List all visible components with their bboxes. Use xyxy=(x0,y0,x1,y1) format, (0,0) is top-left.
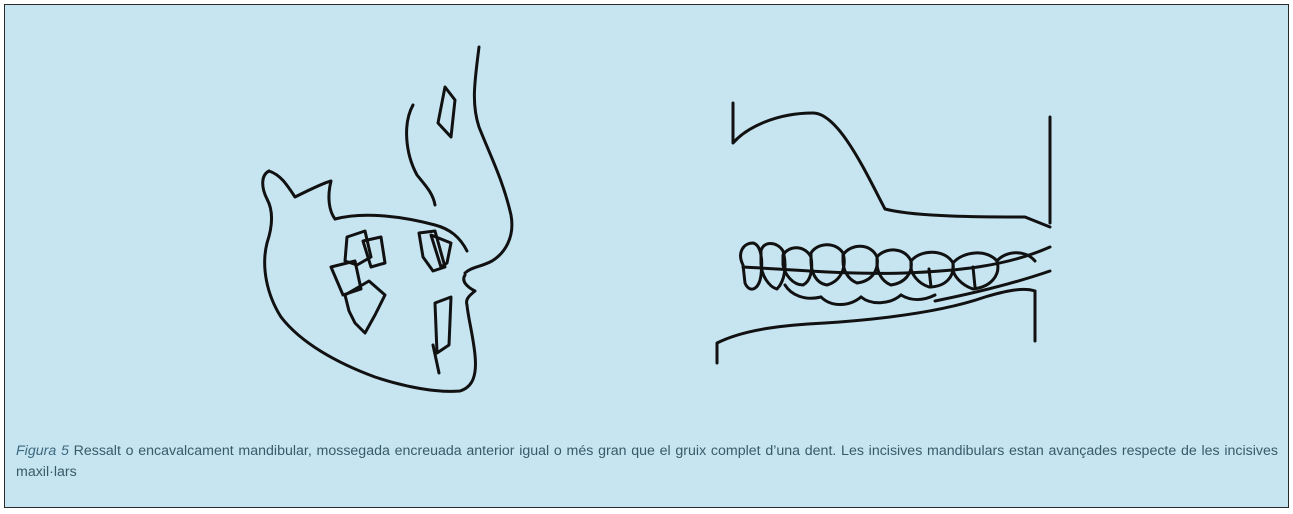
profile-jaw-drawing xyxy=(261,45,514,393)
occlusal-line xyxy=(741,245,1052,275)
upper-molar-1 xyxy=(343,229,373,267)
frontal-tooth-7 xyxy=(909,250,955,289)
brow-curve xyxy=(405,103,437,207)
lower-incisor xyxy=(433,295,453,355)
frontal-tooth-2 xyxy=(759,242,787,291)
upper-molar-2 xyxy=(361,235,387,269)
figure-caption: Figura 5 Ressalt o encavalcament mandibu… xyxy=(16,441,1278,483)
lower-tooth-4 xyxy=(899,293,937,301)
frontal-tooth-5 xyxy=(841,244,879,285)
lower-molar-1 xyxy=(343,279,387,335)
frontal-tooth-9 xyxy=(995,251,1037,263)
lower-tooth-2 xyxy=(819,295,863,306)
frontal-tooth-8 xyxy=(951,251,1000,291)
figure-panel: Figura 5 Ressalt o encavalcament mandibu… xyxy=(4,4,1289,508)
lower-gum-frame xyxy=(715,287,1037,365)
nose-profile-line xyxy=(463,45,514,275)
nasal-bone-shape xyxy=(436,85,457,139)
frontal-tooth-6 xyxy=(875,248,913,287)
upper-incisor xyxy=(417,229,447,273)
tooth-divider-2 xyxy=(971,265,977,289)
mandible-ramus xyxy=(267,169,337,221)
tooth-divider xyxy=(927,267,933,289)
caption-text: Ressalt o encavalcament mandibular, moss… xyxy=(16,443,1278,480)
lower-arch-line xyxy=(933,269,1052,303)
mandible-outline xyxy=(261,169,477,393)
figure-illustrations xyxy=(261,45,1052,393)
lower-tooth-3 xyxy=(859,293,903,305)
lower-incisor-root xyxy=(431,343,441,375)
frontal-tooth-4 xyxy=(809,243,846,287)
figure-label: Figura 5 xyxy=(16,443,69,459)
upper-jaw-line xyxy=(333,213,469,253)
lower-premolar xyxy=(329,259,363,297)
frontal-teeth-drawing xyxy=(715,101,1052,365)
frontal-tooth-3 xyxy=(781,246,814,287)
lower-tooth-1 xyxy=(783,283,823,300)
upper-incisor-2 xyxy=(429,233,453,269)
upper-gum-frame xyxy=(731,101,1052,229)
